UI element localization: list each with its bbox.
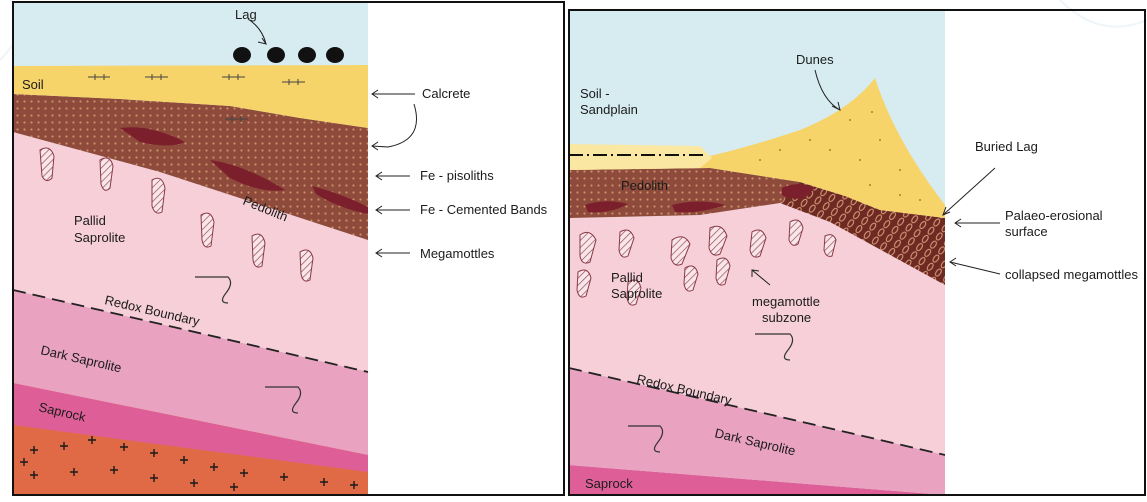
sandplain-soil	[569, 144, 712, 170]
label-saprolite-right: Saprolite	[611, 286, 662, 301]
label-soil-dash: Soil -	[580, 86, 610, 101]
label-pallid: Pallid	[74, 213, 106, 228]
label-lag: Lag	[235, 7, 257, 22]
label-surface: surface	[1005, 224, 1048, 239]
label-fe-pisoliths: Fe - pisoliths	[420, 168, 494, 183]
label-megamottle: megamottle	[752, 294, 820, 309]
label-buried-lag: Buried Lag	[975, 139, 1038, 154]
label-palaeo-erosional: Palaeo-erosional	[1005, 208, 1103, 223]
label-saprolite: Saprolite	[74, 230, 125, 245]
label-saprock-right: Saprock	[585, 476, 633, 491]
label-fe-cemented-bands: Fe - Cemented Bands	[420, 202, 548, 217]
label-soil: Soil	[22, 77, 44, 92]
right-panel: Dunes Soil - Sandplain Buried Lag Pedoli…	[569, 10, 1145, 495]
label-collapsed-megamottles: collapsed megamottles	[1005, 267, 1138, 282]
label-sandplain: Sandplain	[580, 102, 638, 117]
label-calcrete: Calcrete	[422, 86, 470, 101]
label-megamottles: Megamottles	[420, 246, 495, 261]
label-pedolith-right: Pedolith	[621, 178, 668, 193]
label-dunes: Dunes	[796, 52, 834, 67]
label-pallid-right: Pallid	[611, 270, 643, 285]
left-panel: Lag Soil Calcrete Fe - pisoliths Fe - Ce…	[13, 2, 564, 495]
label-subzone: subzone	[762, 310, 811, 325]
